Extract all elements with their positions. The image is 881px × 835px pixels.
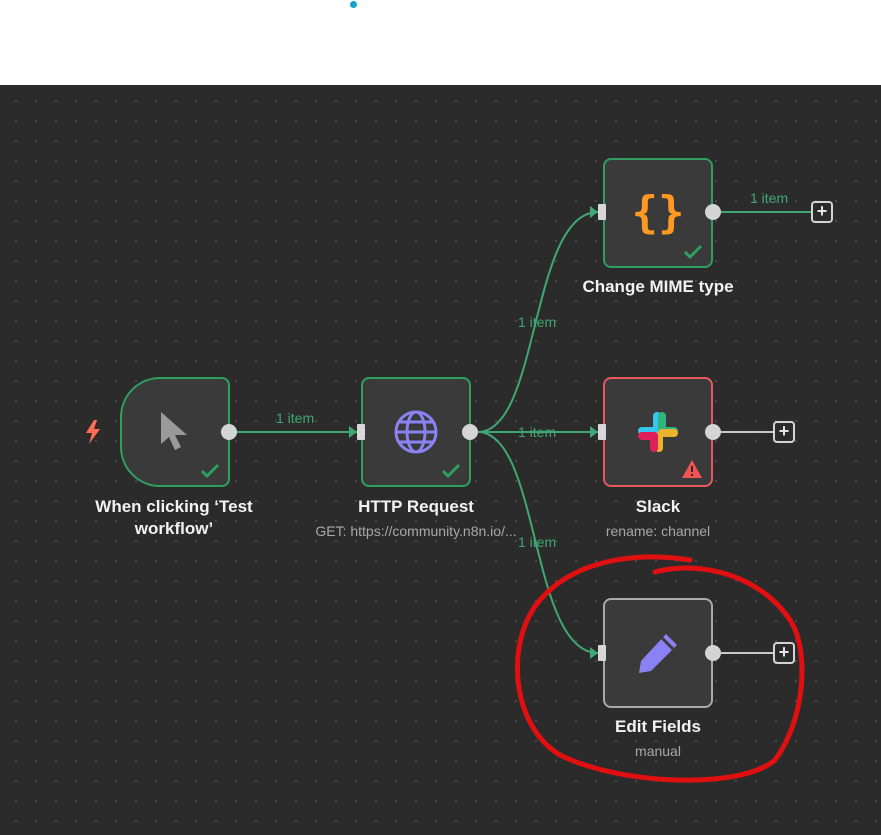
node-slack[interactable]	[603, 377, 713, 487]
arrow-mime	[590, 206, 598, 218]
add-node-button-slack[interactable]: +	[773, 421, 795, 443]
edge-http-mime[interactable]	[477, 211, 599, 433]
cursor-icon	[161, 412, 187, 450]
workflow-canvas[interactable]: 1 item 1 item 1 item 1 item 1 item When …	[0, 85, 881, 835]
node-title-edit: Edit Fields	[615, 717, 701, 736]
edit-input-handle[interactable]	[598, 645, 606, 661]
loading-dot	[350, 1, 357, 8]
edge-label-http-mime: 1 item	[518, 314, 557, 330]
warning-icon[interactable]	[681, 459, 703, 479]
node-title-http: HTTP Request	[358, 497, 474, 516]
node-title-slack: Slack	[635, 497, 681, 516]
node-edit-fields[interactable]	[603, 598, 713, 708]
node-subtitle-http: GET: https://community.n8n.io/...	[315, 523, 517, 539]
success-check-icon	[683, 244, 703, 260]
slack-output-handle[interactable]	[705, 424, 721, 440]
success-check-icon	[441, 463, 461, 479]
add-node-button-edit[interactable]: +	[773, 642, 795, 664]
slack-icon	[638, 412, 678, 452]
edge-label-trigger-http: 1 item	[276, 410, 315, 426]
node-title-mime: Change MIME type	[582, 277, 734, 296]
top-bar	[0, 0, 881, 85]
node-subtitle-slack: rename: channel	[605, 523, 711, 539]
edge-label-http-slack: 1 item	[518, 424, 557, 440]
arrow-slack	[590, 426, 598, 438]
node-subtitle-edit: manual	[635, 743, 681, 759]
edit-output-handle[interactable]	[705, 645, 721, 661]
edge-label-mime-out: 1 item	[750, 190, 789, 206]
arrow-http	[349, 426, 357, 438]
http-output-handle[interactable]	[462, 424, 478, 440]
slack-input-handle[interactable]	[598, 424, 606, 440]
curly-braces-icon: {}	[631, 187, 685, 238]
arrow-edit	[590, 647, 598, 659]
trigger-output-handle[interactable]	[221, 424, 237, 440]
node-manual-trigger[interactable]	[120, 377, 230, 487]
node-change-mime-type[interactable]: {}	[603, 158, 713, 268]
node-title-trigger: When clicking ‘Test workflow’	[95, 497, 253, 538]
mime-input-handle[interactable]	[598, 204, 606, 220]
add-node-button-mime[interactable]: +	[811, 201, 833, 223]
success-check-icon	[200, 463, 220, 479]
http-input-handle[interactable]	[357, 424, 365, 440]
globe-icon	[394, 410, 438, 454]
pencil-icon	[639, 634, 677, 673]
mime-output-handle[interactable]	[705, 204, 721, 220]
node-http-request[interactable]	[361, 377, 471, 487]
edge-label-http-edit: 1 item	[518, 534, 557, 550]
lightning-icon	[86, 420, 100, 444]
